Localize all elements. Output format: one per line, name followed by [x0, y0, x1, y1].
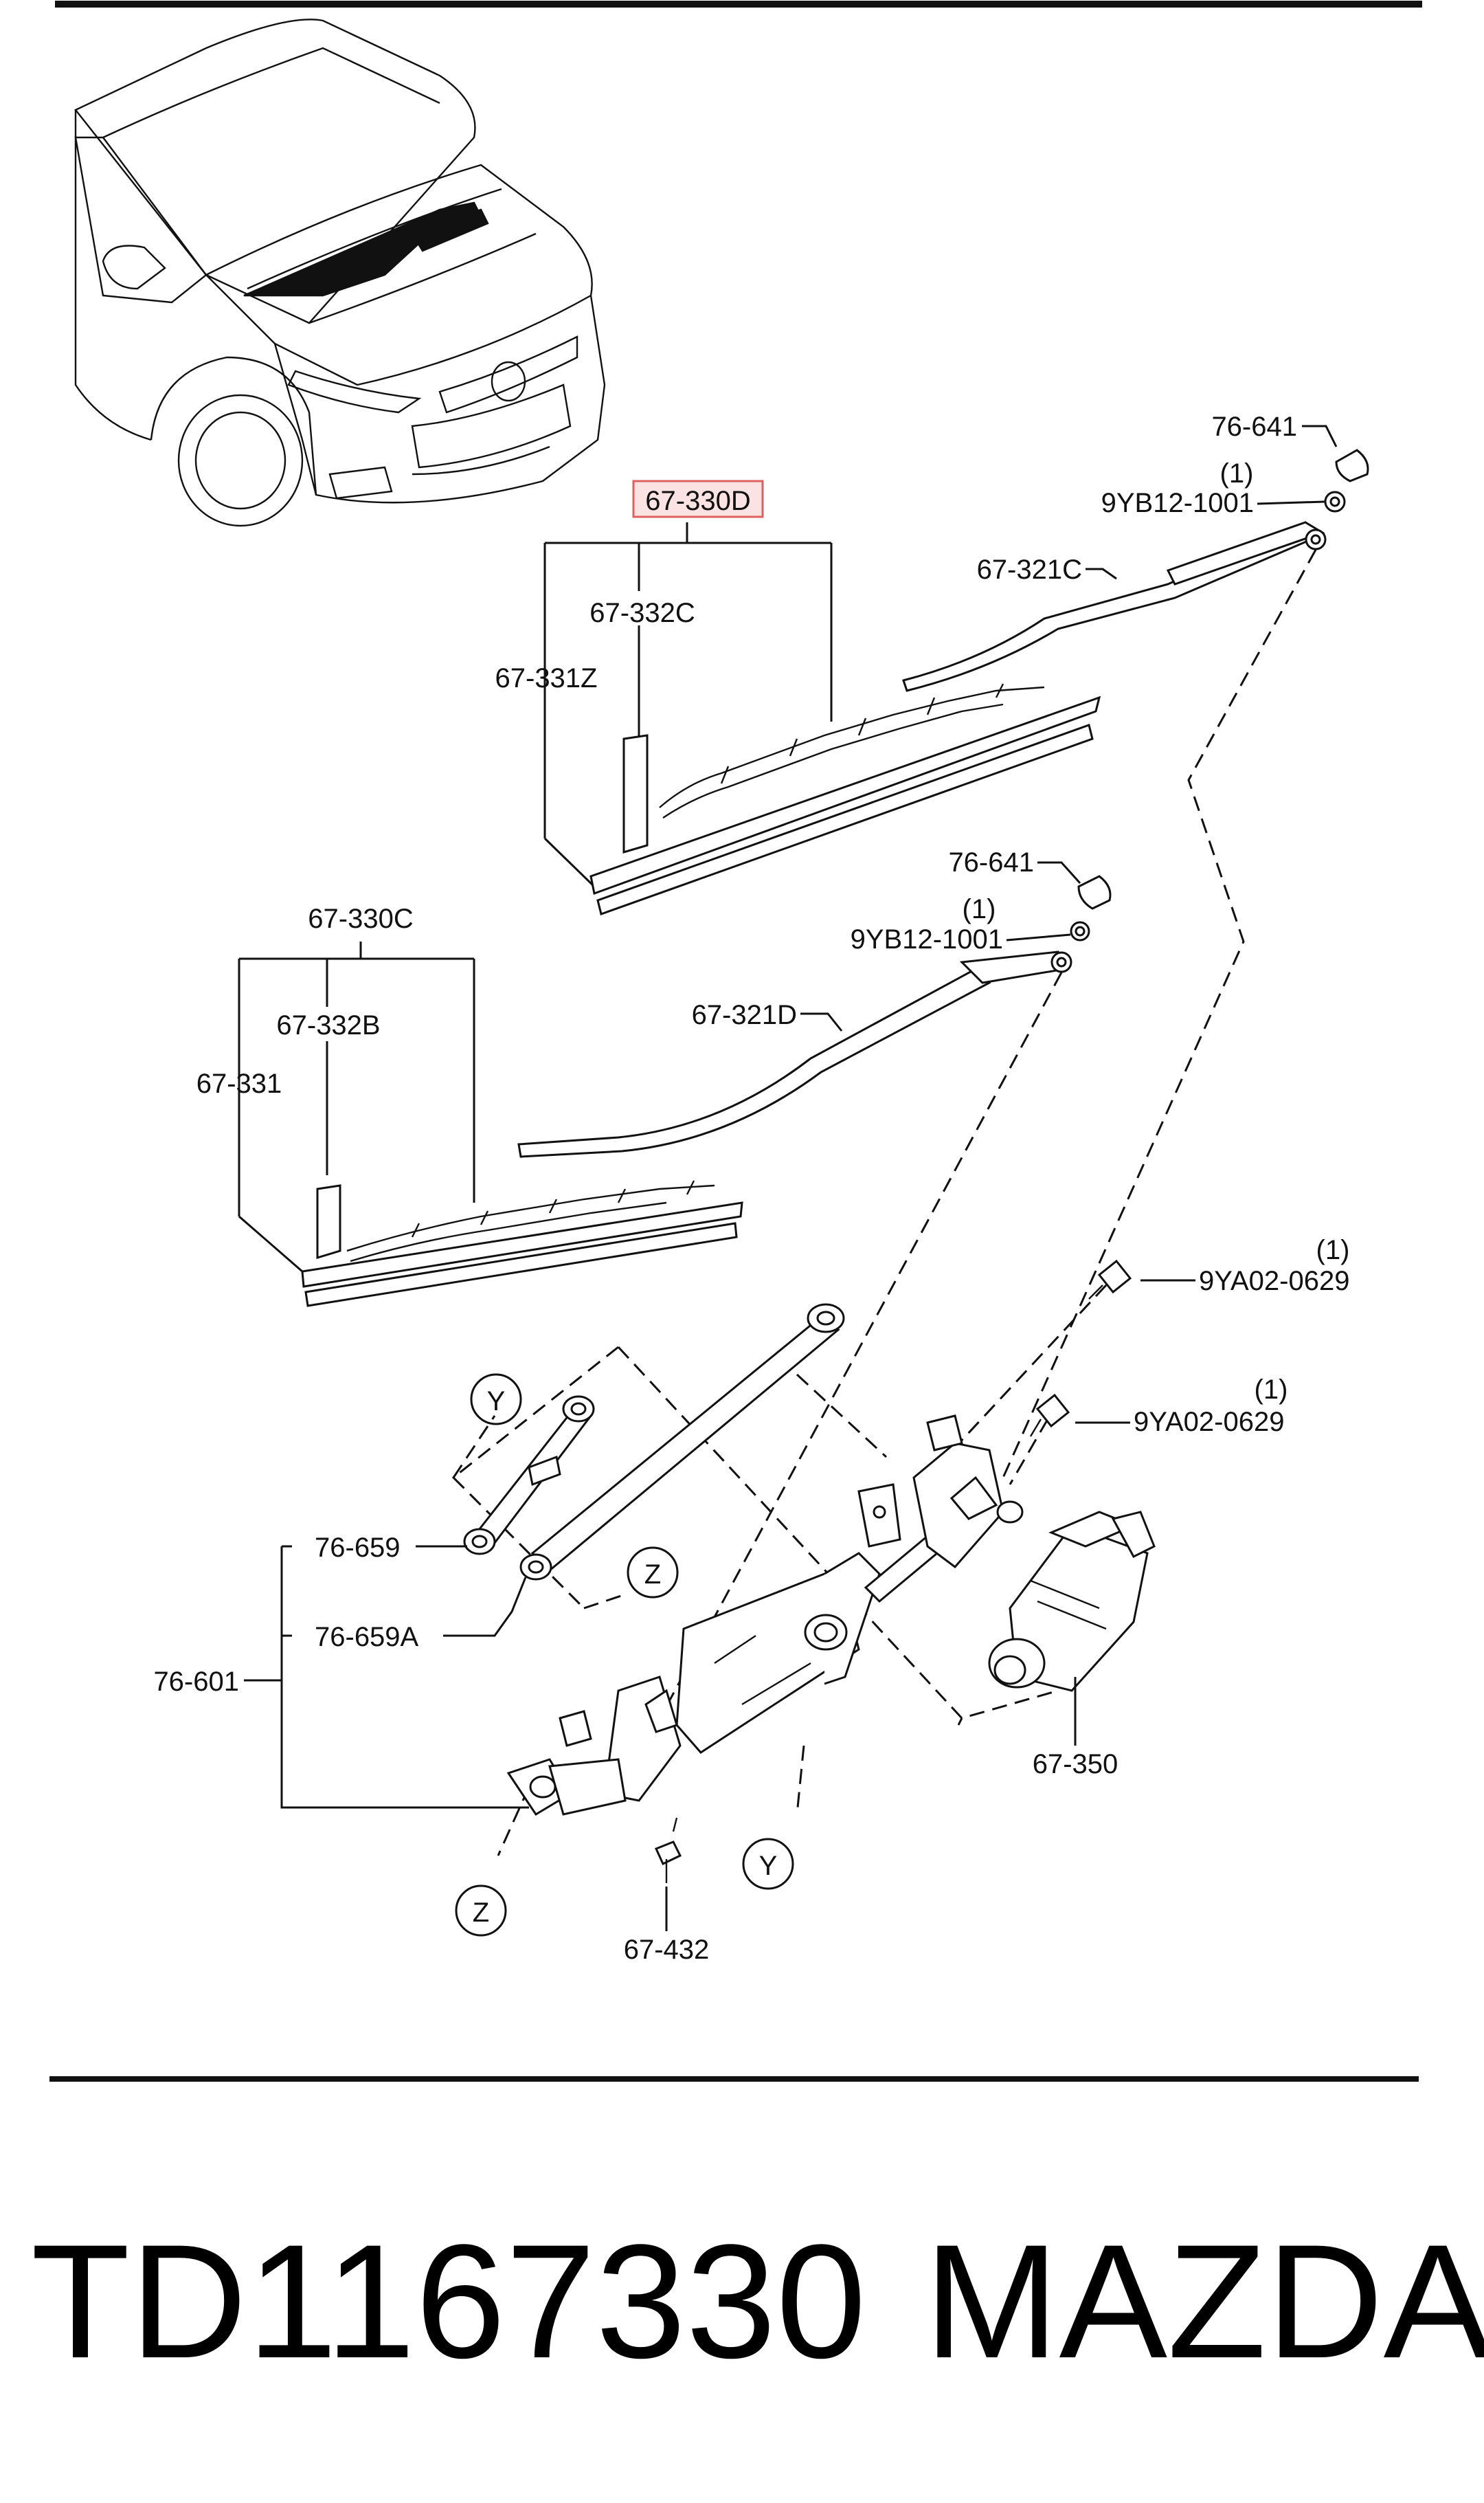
label-bolt-b-qty: (1): [1255, 1375, 1288, 1405]
wiper-arm-a: [902, 449, 1369, 692]
label-blade-a-assembly: 67-330D: [645, 486, 750, 516]
label-linkage: 76-601: [153, 1667, 239, 1697]
label-bolt-a: 9YA02-0629: [1199, 1266, 1349, 1296]
label-bolt-a-qty: (1): [1316, 1235, 1350, 1265]
label-cap-b: 76-641: [948, 847, 1034, 878]
label-blade-b-refill: 67-332B: [276, 1010, 380, 1041]
leader-lines: [244, 425, 1338, 1931]
label-nut-a-qty: (1): [1220, 458, 1254, 489]
ref-z2-label: Z: [473, 1898, 489, 1928]
label-nut-a: 9YB12-1001: [1101, 488, 1254, 518]
label-arm-b: 67-321D: [692, 1000, 797, 1030]
label-rod-a: 76-659: [315, 1533, 401, 1563]
label-rod-b: 76-659A: [315, 1622, 419, 1652]
label-arm-a: 67-321C: [977, 555, 1082, 585]
bolts: [1029, 1259, 1132, 1437]
blade-assembly-b: [238, 942, 743, 1307]
highlight-box: [632, 480, 764, 518]
reference-circles: [455, 1373, 794, 1937]
blade-assembly-a: [543, 522, 1101, 915]
ref-circle-y1: [470, 1373, 522, 1425]
label-blade-a-refill: 67-332C: [589, 598, 695, 628]
ref-y1-label: Y: [487, 1386, 506, 1416]
ref-circle-z1: [627, 1546, 679, 1599]
label-nut-b: 9YB12-1001: [851, 924, 1003, 955]
label-screw: 67-432: [624, 1935, 710, 1965]
label-nut-b-qty: (1): [963, 894, 996, 924]
linkage-assembly: [463, 1303, 1024, 1816]
label-blade-b-assembly: 67-330C: [308, 904, 413, 934]
brand-text: MAZDA: [924, 2211, 1484, 2392]
label-blade-a-blade: 67-331Z: [495, 663, 598, 693]
screw-67-432: [654, 1817, 682, 1883]
label-bolt-b: 9YA02-0629: [1134, 1407, 1284, 1437]
wiper-motor: [988, 1511, 1156, 1692]
part-number-text: TD1167330: [31, 2211, 866, 2392]
label-blade-b-blade: 67-331: [196, 1069, 282, 1099]
label-cap-a: 76-641: [1211, 412, 1297, 442]
ref-y2-label: Y: [759, 1851, 778, 1881]
guide-lines: [451, 549, 1317, 1856]
ref-z1-label: Z: [644, 1559, 661, 1590]
ref-circle-y2: [742, 1838, 794, 1890]
label-motor: 67-350: [1033, 1749, 1118, 1779]
ref-circle-z2: [455, 1884, 507, 1937]
wiper-arm-b: [517, 875, 1112, 1158]
vehicle-illustration: [74, 19, 606, 527]
